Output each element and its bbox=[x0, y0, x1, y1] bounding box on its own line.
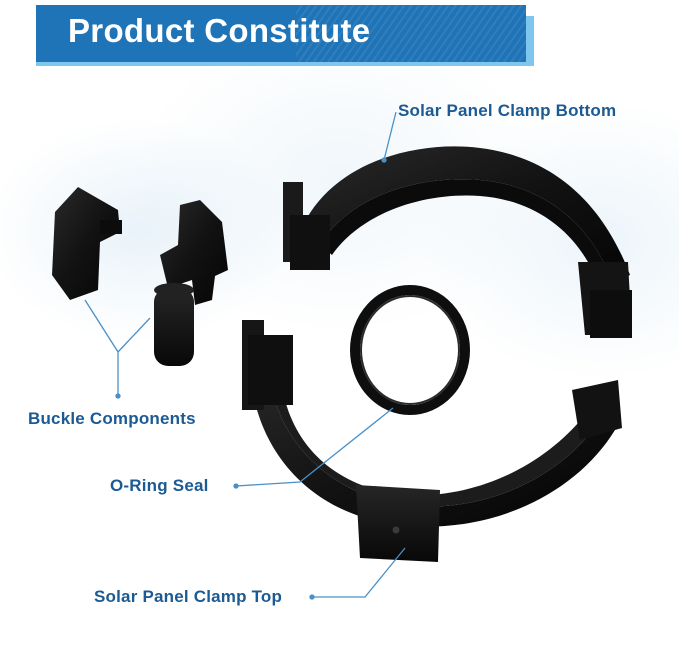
clamp-top-part bbox=[242, 320, 622, 562]
label-clamp-top: Solar Panel Clamp Top bbox=[94, 587, 283, 606]
label-buckle-components: Buckle Components bbox=[28, 409, 196, 428]
buckle-left-part bbox=[52, 187, 122, 300]
leader-clamp-top bbox=[312, 547, 406, 598]
leader-dot-clamp-bottom bbox=[381, 157, 387, 163]
o-ring-part bbox=[350, 285, 470, 415]
banner-stripes bbox=[296, 5, 526, 62]
label-clamp-bottom: Solar Panel Clamp Bottom bbox=[398, 101, 617, 120]
leader-buckle-right bbox=[117, 317, 151, 353]
title-banner bbox=[36, 5, 526, 62]
page-title: Product Constitute bbox=[68, 12, 371, 49]
buckle-right-part bbox=[154, 200, 228, 366]
leader-clamp-bottom bbox=[383, 111, 397, 161]
leader-dot-clamp-top bbox=[309, 594, 315, 600]
leader-buckle-left bbox=[84, 299, 119, 395]
clamp-bottom-part bbox=[283, 146, 632, 338]
leader-dot-o-ring bbox=[233, 483, 239, 489]
background-glow bbox=[0, 60, 679, 651]
leader-dot-buckle bbox=[115, 393, 121, 399]
leader-o-ring bbox=[235, 407, 394, 487]
label-o-ring-seal: O-Ring Seal bbox=[110, 476, 209, 495]
